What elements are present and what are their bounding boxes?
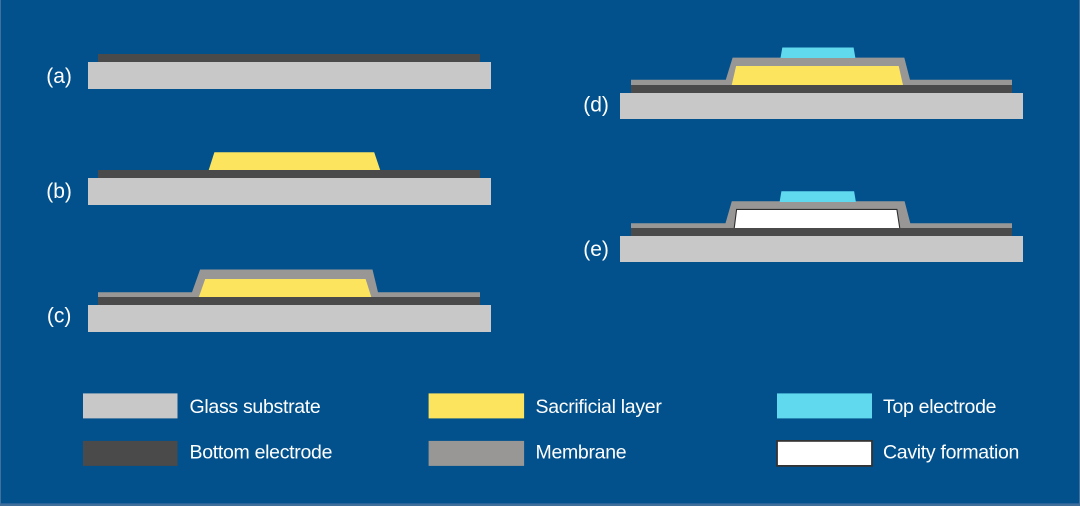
svg-text:Membrane: Membrane xyxy=(536,442,627,464)
svg-text:(d): (d) xyxy=(583,94,609,117)
svg-text:(c): (c) xyxy=(47,305,72,328)
svg-text:Cavity formation: Cavity formation xyxy=(883,442,1019,464)
svg-text:(e): (e) xyxy=(583,238,609,261)
svg-text:Top electrode: Top electrode xyxy=(883,396,996,418)
svg-text:Bottom electrode: Bottom electrode xyxy=(190,442,333,464)
svg-text:(a): (a) xyxy=(46,65,72,88)
svg-text:Sacrificial layer: Sacrificial layer xyxy=(536,396,663,418)
svg-text:Glass substrate: Glass substrate xyxy=(190,396,321,418)
svg-text:(b): (b) xyxy=(46,180,72,203)
